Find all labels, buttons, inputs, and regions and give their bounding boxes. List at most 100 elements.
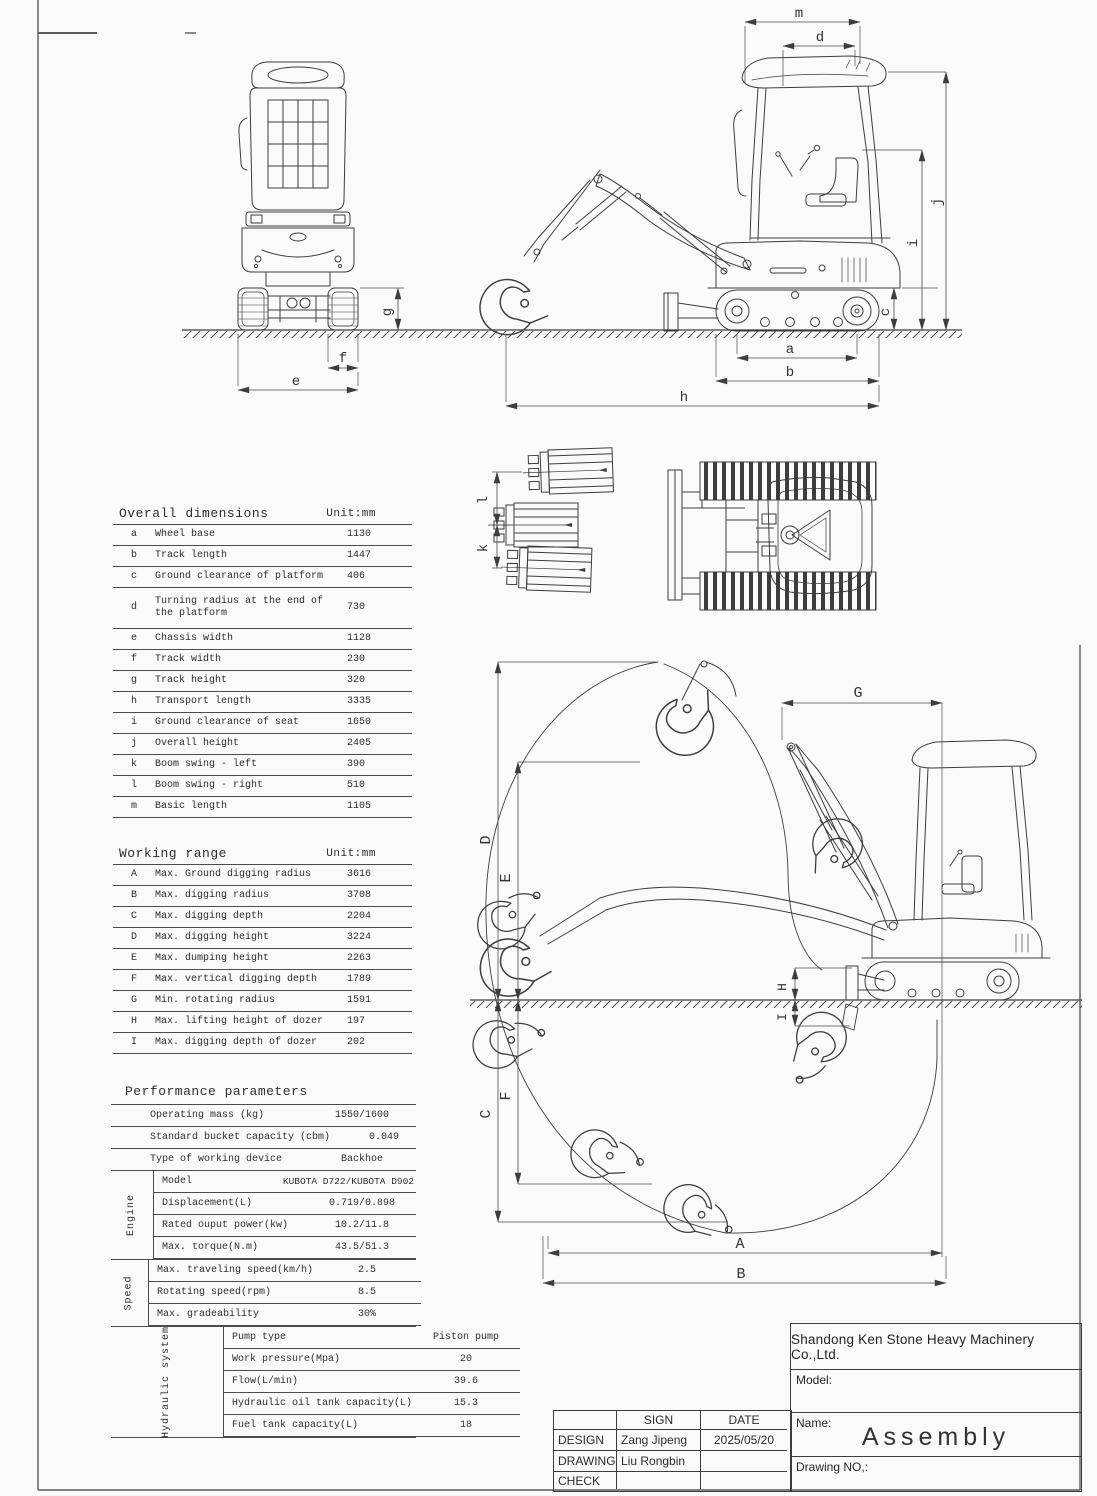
design-date: 2025/05/20 xyxy=(701,1430,787,1451)
dim-label-f: f xyxy=(339,351,347,367)
signature-table: SIGN DATE DESIGN Zang Jipeng 2025/05/20 … xyxy=(553,1410,792,1492)
design-row-label: DESIGN xyxy=(554,1430,617,1451)
check-date xyxy=(701,1472,787,1489)
table-row: Max. torque(N.m)43.5/51.3 xyxy=(154,1237,416,1259)
check-row-label: CHECK xyxy=(554,1472,617,1489)
performance-plain-section: Operating mass (kg)1550/1600 Standard bu… xyxy=(111,1104,416,1171)
dim-label-F: F xyxy=(498,1091,515,1100)
model-label: Model: xyxy=(796,1373,833,1387)
table-row: Standard bucket capacity (cbm)0.049 xyxy=(111,1127,416,1149)
dim-label-b: b xyxy=(786,365,794,381)
dim-label-c: c xyxy=(878,308,894,316)
dim-label-C: C xyxy=(478,1109,495,1118)
performance-parameters-table: Performance parameters Operating mass (k… xyxy=(111,1084,521,1438)
dim-label-I: I xyxy=(775,1013,790,1021)
table-row: Hydraulic oil tank capacity(L)15.3 xyxy=(224,1393,521,1415)
performance-table-title: Performance parameters xyxy=(125,1084,308,1099)
side-view-drawing xyxy=(468,55,901,353)
dim-label-E: E xyxy=(498,873,515,882)
sheet-border xyxy=(37,0,1081,1491)
speed-group-label: Speed xyxy=(111,1260,149,1326)
dim-label-l: l xyxy=(476,496,492,504)
table-row: Max. traveling speed(km/h)2.5 xyxy=(149,1260,422,1282)
working-range-drawing xyxy=(464,660,1051,1250)
working-range-dimensions xyxy=(494,661,947,1287)
front-view-dimensions xyxy=(237,287,404,394)
sign-table-corner xyxy=(554,1411,617,1430)
check-sign xyxy=(617,1472,701,1489)
front-view-drawing xyxy=(237,61,359,331)
dim-label-h: h xyxy=(680,390,688,406)
table-row: Rated ouput power(kw)10.2/11.8 xyxy=(154,1215,416,1237)
side-view-dimensions xyxy=(505,18,950,410)
drawing-sign: Liu Rongbin xyxy=(617,1451,701,1472)
design-sign: Zang Jipeng xyxy=(617,1430,701,1451)
dim-label-k: k xyxy=(476,544,492,552)
sign-column-header: SIGN xyxy=(617,1411,701,1430)
overall-table-unit: Unit:mm xyxy=(326,508,376,520)
dim-label-g: g xyxy=(380,308,396,316)
drawing-no-row: Drawing NO,: xyxy=(791,1457,1081,1491)
drawing-row-label: DRAWING xyxy=(554,1451,617,1472)
dim-label-A: A xyxy=(735,1236,744,1253)
table-row: Fuel tank capacity(L)18 xyxy=(224,1415,521,1437)
dim-label-e: e xyxy=(292,374,300,390)
dim-label-D: D xyxy=(478,835,495,844)
name-label: Name: xyxy=(796,1416,832,1430)
dim-label-G: G xyxy=(853,685,862,702)
dim-label-j: j xyxy=(930,198,946,206)
overall-table-title: Overall dimensions xyxy=(119,506,269,521)
drawing-name: Assembly xyxy=(861,1423,1011,1451)
dim-label-i: i xyxy=(906,239,922,247)
table-row: Operating mass (kg)1550/1600 xyxy=(111,1105,416,1127)
dim-label-B: B xyxy=(736,1266,745,1283)
name-row: Name: Assembly xyxy=(791,1413,1081,1457)
drawing-no-label: Drawing NO,: xyxy=(796,1460,869,1474)
dim-label-d: d xyxy=(816,30,824,46)
date-column-header: DATE xyxy=(701,1411,787,1430)
title-block: Shandong Ken Stone Heavy Machinery Co.,L… xyxy=(790,1323,1082,1492)
working-table-unit: Unit:mm xyxy=(326,848,376,860)
engine-group-label: Engine xyxy=(111,1171,155,1259)
table-row: Flow(L/min)39.6 xyxy=(224,1371,521,1393)
hydraulic-group-label: Hydraulic system xyxy=(111,1326,225,1438)
working-table-title: Working range xyxy=(119,846,227,861)
dim-label-H: H xyxy=(775,983,790,991)
ground-line xyxy=(182,329,962,338)
speed-group: Speed Max. traveling speed(km/h)2.5 Rota… xyxy=(111,1260,422,1327)
boom-swing-drawing xyxy=(487,447,614,593)
top-view-drawing xyxy=(667,461,877,611)
company-name: Shandong Ken Stone Heavy Machinery Co.,L… xyxy=(791,1324,1081,1370)
dim-label-m: m xyxy=(795,6,803,22)
model-row: Model: xyxy=(791,1370,1081,1413)
